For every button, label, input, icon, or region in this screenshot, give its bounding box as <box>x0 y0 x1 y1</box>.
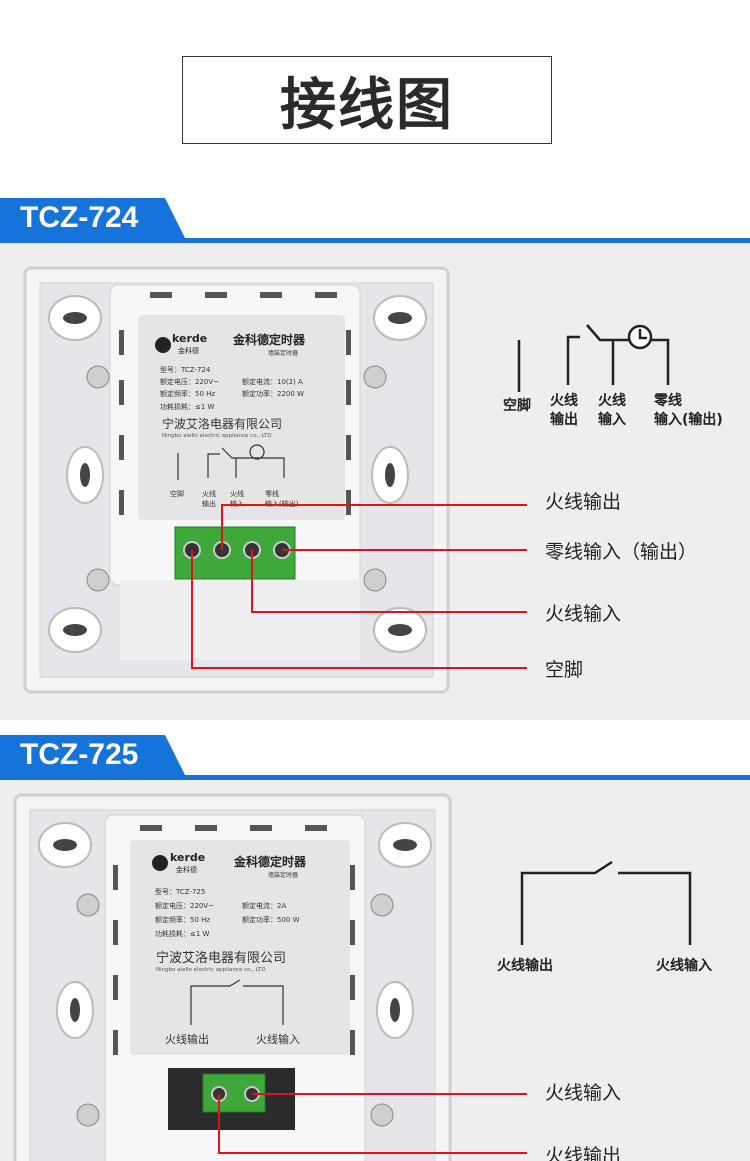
spec-consumption: 功耗损耗：≤1 W <box>160 402 215 411</box>
callout-lines <box>191 504 527 669</box>
schematic-pin-label: 火线输入 <box>656 957 712 974</box>
section-header-tcz-724: TCZ-724 <box>0 198 750 244</box>
schematic-pin-label: 火线输出 <box>497 957 553 974</box>
product-name: 金科德定时器 <box>232 332 306 347</box>
callout-label: 零线输入（输出） <box>545 541 697 563</box>
callout-label: 空脚 <box>545 659 583 681</box>
mount-screw-icon <box>86 365 387 592</box>
product-subtitle: 墙装定时器 <box>268 349 298 357</box>
schematic-pin-label: 输入(输出) <box>654 411 723 428</box>
spec-model: 型号：TCZ-725 <box>155 887 205 896</box>
schematic-pin-label: 火线 <box>598 392 626 409</box>
device-photo-tcz-724: kerde 金科德 金科德定时器 墙装定时器 型号：TCZ-724 额定电压：2… <box>0 243 750 720</box>
device-photo-tcz-725: kerde 金科德 金科德定时器 墙装定时器 型号：TCZ-725 额定电压：2… <box>0 780 750 1161</box>
callout-label: 火线输入 <box>545 1082 621 1104</box>
spec-model: 型号：TCZ-724 <box>160 365 211 374</box>
mount-screw-icon <box>76 893 394 1127</box>
callout-label: 火线输出 <box>545 491 621 513</box>
schematic-pin-label: 空脚 <box>503 397 531 414</box>
wiring-schematic <box>520 860 692 945</box>
product-name: 金科德定时器 <box>233 854 307 869</box>
label-wiring-symbol <box>190 979 284 1025</box>
company-name: 宁波艾洛电器有限公司 <box>162 416 282 431</box>
spec-voltage: 额定电压：220V~ <box>160 377 219 386</box>
brand-name: kerde <box>172 332 207 345</box>
schematic-pin-label: 零线 <box>653 392 682 409</box>
section-header-tcz-725: TCZ-725 <box>0 735 750 781</box>
spec-consumption: 功耗损耗：≤1 W <box>155 929 210 938</box>
spec-label <box>130 840 350 1055</box>
product-subtitle: 墙装定时器 <box>268 871 298 879</box>
label-pin: 空脚 <box>170 489 184 498</box>
callout-label: 火线输入 <box>545 603 621 625</box>
label-pin: 火线输入 <box>256 1032 300 1046</box>
label-pin: 火线 <box>230 489 244 498</box>
company-name-en: Ningbo aiello electric appliance co., LT… <box>156 967 266 973</box>
spec-frequency: 额定频率：50 Hz <box>155 915 210 924</box>
spec-current: 额定电流：10(2) A <box>242 377 303 386</box>
brand-cn: 金科德 <box>176 865 197 874</box>
schematic-pin-label: 输出 <box>550 411 578 428</box>
page-title: 接线图 <box>280 72 454 138</box>
label-pin: 输入 <box>230 499 244 508</box>
label-pin: 火线输出 <box>165 1032 209 1046</box>
spec-power: 额定功率：2200 W <box>242 389 304 398</box>
label-pin: 输入(输出) <box>265 499 299 508</box>
spec-power: 额定功率：500 W <box>242 915 300 924</box>
schematic-pin-label: 输入 <box>598 411 626 428</box>
kerde-logo-icon <box>155 337 171 353</box>
model-tab: TCZ-724 <box>0 198 185 238</box>
label-pin: 火线 <box>202 489 216 498</box>
kerde-logo-icon <box>152 855 168 871</box>
header-rule <box>0 238 750 243</box>
spec-frequency: 额定频率：50 Hz <box>160 389 215 398</box>
callout-lines <box>218 1093 527 1154</box>
label-wiring-symbol <box>177 444 285 480</box>
spec-voltage: 额定电压：220V~ <box>155 901 214 910</box>
label-pin: 输出 <box>202 499 216 508</box>
company-name: 宁波艾洛电器有限公司 <box>156 950 286 966</box>
schematic-pin-label: 火线 <box>550 392 578 409</box>
brand-cn: 金科德 <box>178 346 199 355</box>
label-pin: 零线 <box>265 489 279 498</box>
page-title-box: 接线图 <box>182 56 552 144</box>
company-name-en: Ningbo aiello electric appliance co., LT… <box>162 433 272 439</box>
header-rule <box>0 775 750 780</box>
callout-label: 火线输出 <box>545 1145 621 1161</box>
brand-name: kerde <box>170 851 205 864</box>
model-tab: TCZ-725 <box>0 735 185 775</box>
wiring-schematic <box>517 324 670 392</box>
spec-current: 额定电流：2A <box>242 901 286 910</box>
spec-label <box>138 315 345 520</box>
